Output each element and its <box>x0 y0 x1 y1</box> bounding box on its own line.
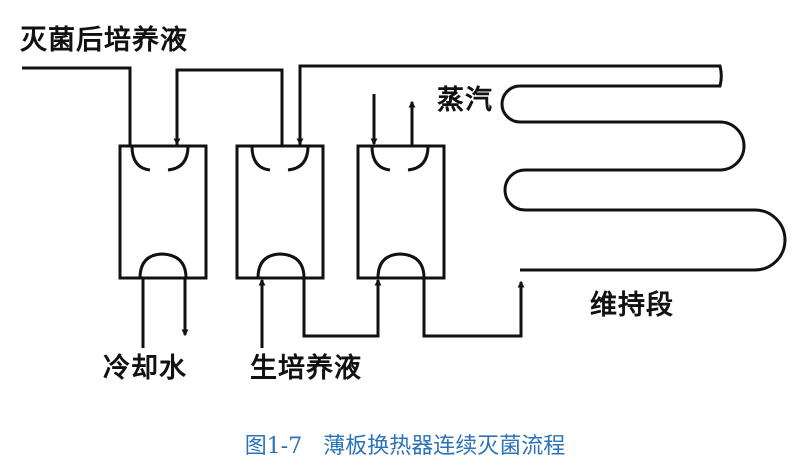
holding-section-label: 维持段 <box>590 290 674 321</box>
plate2-bottom-channel <box>256 252 306 279</box>
cooling-water-label: 冷却水 <box>103 353 187 384</box>
heat-recovery-section-plate <box>235 144 325 280</box>
heating-section-plate <box>356 144 446 280</box>
recovery-to-cooling-pipe <box>175 68 284 146</box>
flow-diagram <box>22 64 787 348</box>
recovery-to-heating-pipe <box>302 278 382 338</box>
plate1-bottom-channel <box>138 252 188 279</box>
raw-culture-label: 生培养液 <box>250 353 362 384</box>
steam-label: 蒸汽 <box>437 85 493 116</box>
cooling-section-plate <box>118 144 208 280</box>
plate3-top-channel <box>370 145 430 172</box>
sterilized-culture-outlet-pipe <box>22 66 132 146</box>
plate2-top-channel <box>250 145 310 172</box>
holding-to-recovery-pipe <box>298 64 787 272</box>
figure-number: 图1-7 <box>244 434 303 459</box>
plate1-top-channel <box>130 145 190 172</box>
heating-to-holding-pipe <box>422 278 525 338</box>
figure-title: 薄板换热器连续灭菌流程 <box>323 434 566 459</box>
sterilized-culture-label: 灭菌后培养液 <box>20 25 188 56</box>
plate3-bottom-channel <box>376 252 426 279</box>
figure-caption: 图1-7 薄板换热器连续灭菌流程 <box>0 428 810 460</box>
